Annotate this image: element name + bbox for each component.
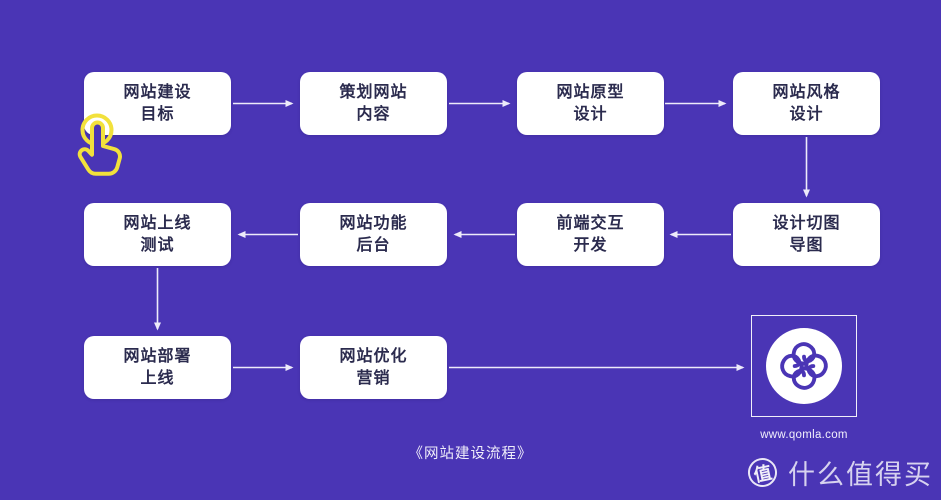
flow-node-style-design: 网站风格 设计 bbox=[733, 72, 880, 135]
flow-node-frontend-dev: 前端交互 开发 bbox=[517, 203, 664, 266]
logo-website-url: www.qomla.com bbox=[760, 429, 848, 441]
node-label-line: 上线 bbox=[140, 369, 175, 387]
diagram-caption: 《网站建设流程》 bbox=[408, 446, 533, 462]
node-label-line: 网站原型 bbox=[556, 83, 625, 101]
node-label-line: 内容 bbox=[356, 105, 391, 123]
flow-node-goal: 网站建设 目标 bbox=[84, 72, 231, 135]
node-label-line: 网站建设 bbox=[123, 83, 192, 101]
node-label-line: 设计切图 bbox=[772, 214, 841, 232]
watermark-text: 什么值得买 bbox=[788, 460, 933, 490]
flow-node-optimize-marketing: 网站优化 营销 bbox=[300, 336, 447, 399]
logo-box bbox=[751, 315, 857, 417]
zhi-badge-icon: 值 bbox=[745, 455, 780, 490]
node-label-line: 设计 bbox=[789, 105, 824, 123]
node-label-line: 策划网站 bbox=[339, 83, 408, 101]
node-label-line: 营销 bbox=[356, 369, 391, 387]
flow-node-prototype-design: 网站原型 设计 bbox=[517, 72, 664, 135]
flow-node-launch-testing: 网站上线 测试 bbox=[84, 203, 231, 266]
logo-circle bbox=[766, 328, 842, 404]
node-label-line: 网站部署 bbox=[123, 347, 192, 365]
flow-node-function-backend: 网站功能 后台 bbox=[300, 203, 447, 266]
node-label-line: 测试 bbox=[140, 236, 175, 254]
node-label-line: 网站上线 bbox=[123, 214, 192, 232]
node-label-line: 前端交互 bbox=[556, 214, 625, 232]
node-label-line: 开发 bbox=[573, 236, 608, 254]
node-label-line: 网站风格 bbox=[772, 83, 841, 101]
flow-node-deploy-launch: 网站部署 上线 bbox=[84, 336, 231, 399]
node-label-line: 网站优化 bbox=[339, 347, 408, 365]
node-label-line: 设计 bbox=[573, 105, 608, 123]
smzdm-watermark: 值 什么值得买 bbox=[745, 453, 933, 492]
qomla-clover-logo bbox=[780, 342, 828, 390]
flow-node-plan-content: 策划网站 内容 bbox=[300, 72, 447, 135]
hand-tap-icon bbox=[77, 113, 122, 176]
node-label-line: 后台 bbox=[356, 236, 391, 254]
flow-node-design-slicing: 设计切图 导图 bbox=[733, 203, 880, 266]
node-label-line: 网站功能 bbox=[339, 214, 408, 232]
node-label-line: 导图 bbox=[789, 236, 824, 254]
node-label-line: 目标 bbox=[140, 105, 175, 123]
